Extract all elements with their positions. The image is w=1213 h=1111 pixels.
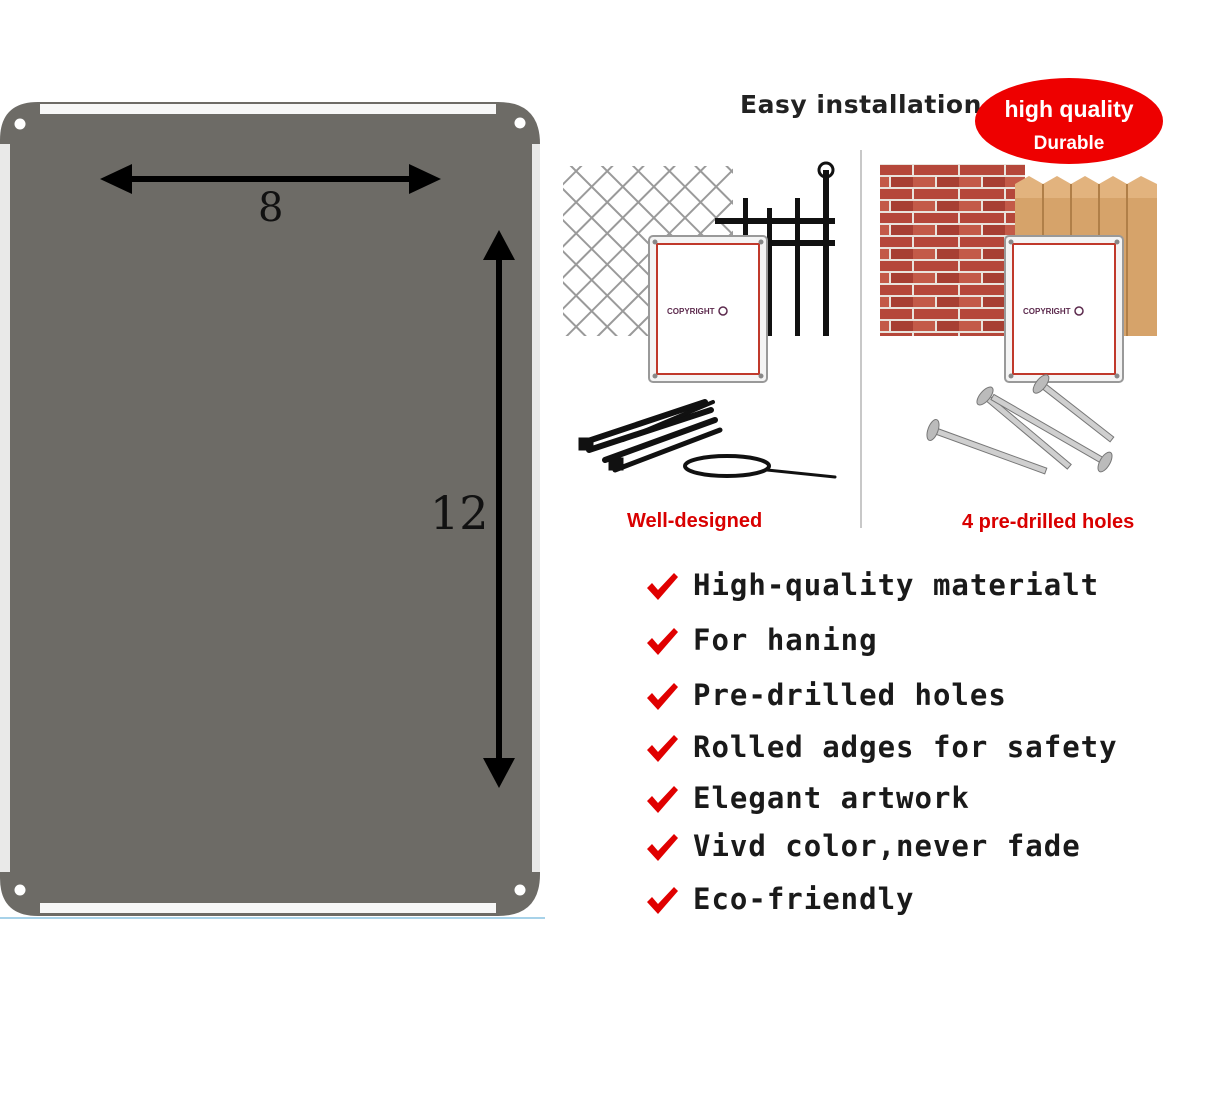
feature-text: For haning bbox=[693, 623, 878, 657]
panel-divider bbox=[860, 150, 862, 528]
red-check-icon bbox=[647, 628, 678, 655]
width-arrow bbox=[100, 164, 441, 194]
caption-pre-drilled-holes: 4 pre-drilled holes bbox=[962, 511, 1135, 533]
sign-body bbox=[0, 102, 540, 916]
hole-bottom-left bbox=[14, 884, 26, 896]
sign-dimension-diagram: 8 12 bbox=[0, 98, 545, 920]
red-check-icon bbox=[647, 573, 678, 600]
feature-text: Eco-friendly bbox=[693, 882, 915, 916]
red-check-icon bbox=[647, 834, 678, 861]
installation-title: Easy installation bbox=[740, 90, 982, 119]
feature-text: Rolled adges for safety bbox=[693, 730, 1118, 764]
brick-wall bbox=[880, 164, 1025, 336]
mounted-sign-left: COPYRIGHT bbox=[648, 235, 768, 383]
quality-badge-line1: high quality bbox=[1004, 96, 1134, 122]
quality-badge: high quality Durable bbox=[975, 78, 1163, 164]
hole-bottom-right bbox=[514, 884, 526, 896]
hole-top-left bbox=[14, 118, 26, 130]
height-arrow bbox=[483, 230, 515, 788]
cable-ties-icon bbox=[578, 399, 837, 479]
mounted-sign-right: COPYRIGHT bbox=[1004, 235, 1124, 383]
mounted-sign-right-text: COPYRIGHT bbox=[1023, 307, 1071, 316]
feature-text: High-quality materialt bbox=[693, 568, 1100, 602]
screws-icon bbox=[926, 374, 1115, 475]
red-check-icon bbox=[647, 735, 678, 762]
caption-well-designed: Well-designed bbox=[627, 510, 763, 532]
red-check-icon bbox=[647, 887, 678, 914]
installation-illustration: COPYRIGHT COPYRIGHT bbox=[563, 161, 1157, 479]
red-check-icon bbox=[647, 683, 678, 710]
feature-text: Pre-drilled holes bbox=[693, 678, 1007, 712]
red-check-icon bbox=[647, 786, 678, 813]
feature-text: Elegant artwork bbox=[693, 781, 970, 815]
mounted-sign-left-text: COPYRIGHT bbox=[667, 307, 715, 316]
feature-text: Vivd color,never fade bbox=[693, 829, 1081, 863]
hole-top-right bbox=[514, 117, 526, 129]
width-dimension-label: 8 bbox=[258, 185, 284, 231]
height-dimension-label: 12 bbox=[430, 486, 489, 540]
quality-badge-line2: Durable bbox=[1033, 133, 1105, 154]
blank-sign-image bbox=[0, 102, 545, 919]
